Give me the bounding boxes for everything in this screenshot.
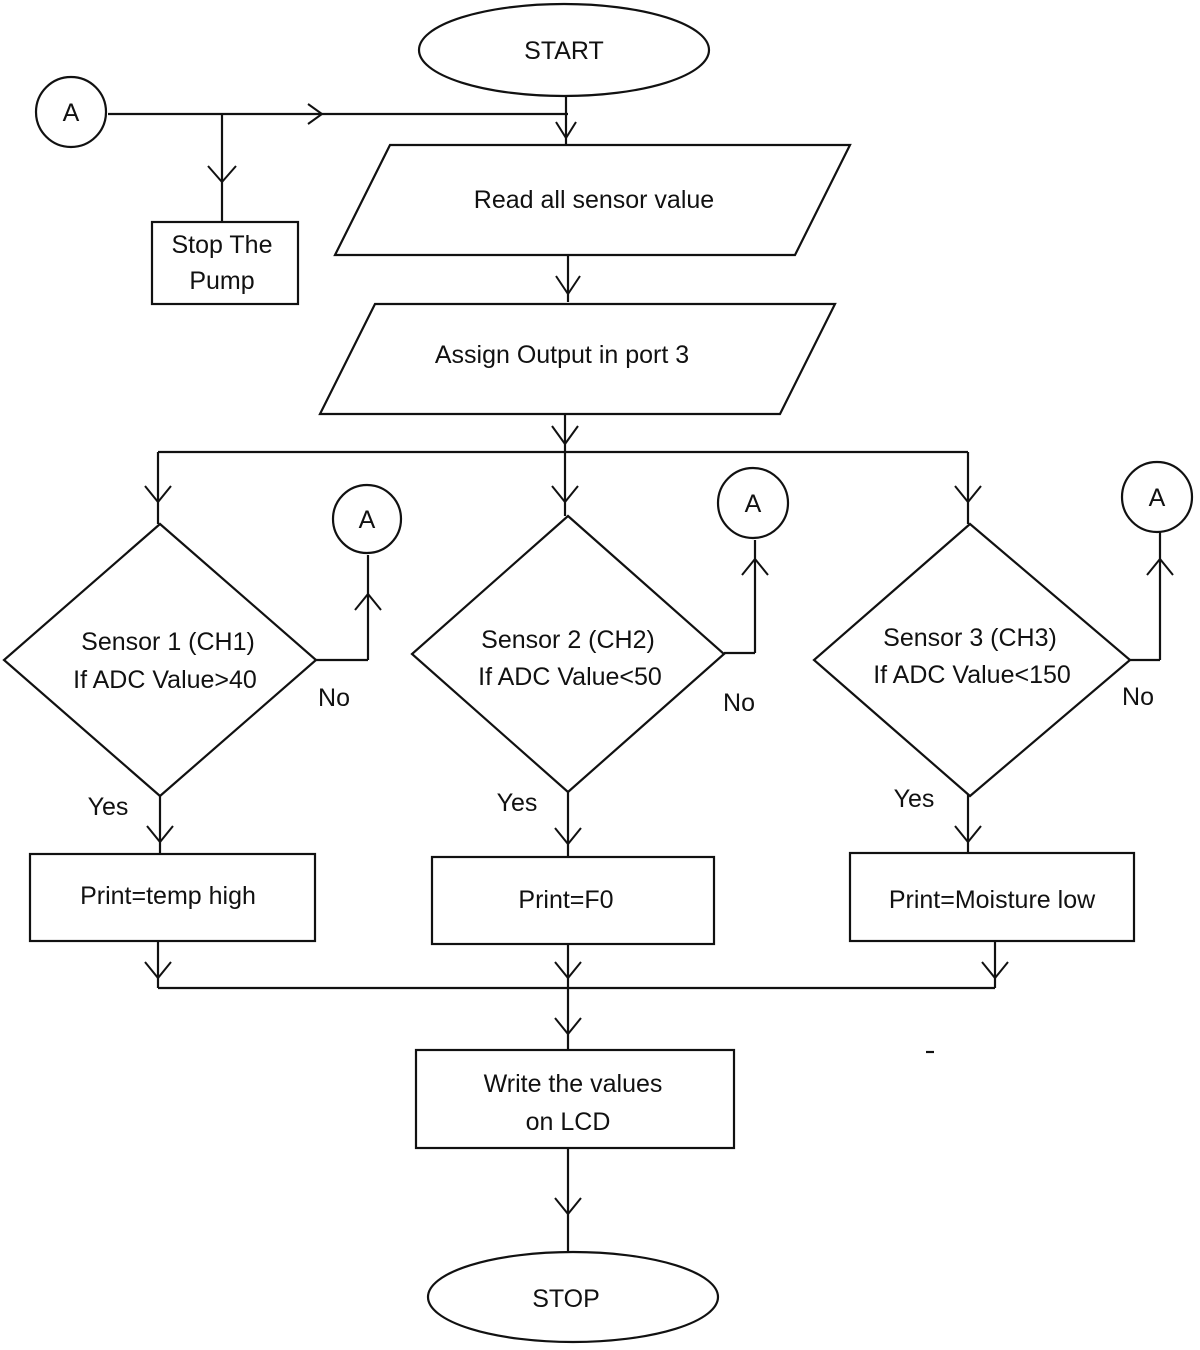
connector-a-label: A: [63, 99, 80, 127]
connector-a-label: A: [1149, 484, 1166, 512]
print-moisture-low-process: Print=Moisture low: [848, 851, 1136, 943]
decision-2-no-label: No: [723, 689, 755, 717]
decision-1-line-2: If ADC Value>40: [73, 666, 257, 694]
stop-pump-line-2: Pump: [189, 267, 254, 295]
connector-a-sensor-3: A: [1120, 460, 1194, 534]
print-f0-process: Print=F0: [430, 855, 716, 946]
decision-3-line-1: Sensor 3 (CH3): [883, 624, 1057, 652]
decision-3-line-2: If ADC Value<150: [873, 661, 1071, 689]
decision-sensor-1: Sensor 1 (CH1) If ADC Value>40 No Yes: [2, 522, 350, 821]
flow-lines: [108, 96, 1162, 1270]
decision-1-yes-label: Yes: [88, 793, 129, 821]
stop-label: STOP: [532, 1285, 600, 1313]
connector-a-sensor-2: A: [716, 466, 790, 540]
decision-3-yes-label: Yes: [894, 785, 935, 813]
read-sensors-label: Read all sensor value: [474, 186, 714, 214]
assign-output-label: Assign Output in port 3: [435, 341, 689, 369]
write-lcd-line-1: Write the values: [484, 1070, 663, 1098]
decision-sensor-3: Sensor 3 (CH3) If ADC Value<150 No Yes: [812, 522, 1154, 813]
start-label: START: [524, 37, 604, 65]
stop-pump-line-1: Stop The: [171, 231, 272, 259]
connector-a-sensor-1: A: [331, 483, 403, 555]
print-2-label: Print=F0: [518, 886, 613, 914]
print-3-label: Print=Moisture low: [889, 886, 1096, 914]
start-terminator: START: [417, 2, 711, 98]
flow-arrowheads: [144, 103, 1174, 1216]
connector-a-top: A: [34, 75, 108, 149]
decision-1-no-label: No: [318, 684, 350, 712]
connector-a-label: A: [745, 490, 762, 518]
connector-a-label: A: [359, 506, 376, 534]
decision-3-no-label: No: [1122, 683, 1154, 711]
print-temp-high-process: Print=temp high: [28, 852, 317, 943]
write-lcd-line-2: on LCD: [526, 1108, 611, 1136]
stop-terminator: STOP: [426, 1250, 720, 1344]
write-lcd-process: Write the values on LCD: [414, 1048, 736, 1150]
print-1-label: Print=temp high: [80, 882, 256, 910]
stop-pump-process: Stop The Pump: [150, 220, 300, 306]
assign-output-io: Assign Output in port 3: [318, 302, 837, 416]
decision-2-line-1: Sensor 2 (CH2): [481, 626, 655, 654]
decision-2-yes-label: Yes: [497, 789, 538, 817]
read-sensors-io: Read all sensor value: [333, 143, 852, 257]
decision-sensor-2: Sensor 2 (CH2) If ADC Value<50 No Yes: [410, 514, 755, 817]
decision-1-line-1: Sensor 1 (CH1): [81, 628, 255, 656]
decision-2-line-2: If ADC Value<50: [478, 663, 662, 691]
